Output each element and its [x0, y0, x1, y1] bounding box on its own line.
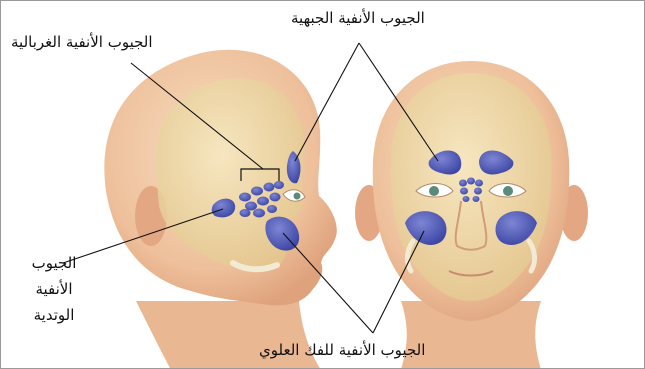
label-sphenoid-line-2: الأنفية	[9, 277, 99, 303]
front-head	[355, 61, 588, 369]
label-ethmoid-sinuses: الجيوب الأنفية الغربالية	[11, 33, 153, 52]
label-sphenoid-sinuses: الجيوب الأنفية الوتدية	[9, 251, 99, 328]
label-maxillary-sinuses: الجيوب الأنفية للفك العلوي	[259, 341, 425, 360]
label-sphenoid-line-1: الجيوب	[9, 251, 99, 277]
label-frontal-sinuses: الجيوب الأنفية الجبهية	[291, 9, 425, 28]
label-sphenoid-line-3: الوتدية	[9, 303, 99, 329]
